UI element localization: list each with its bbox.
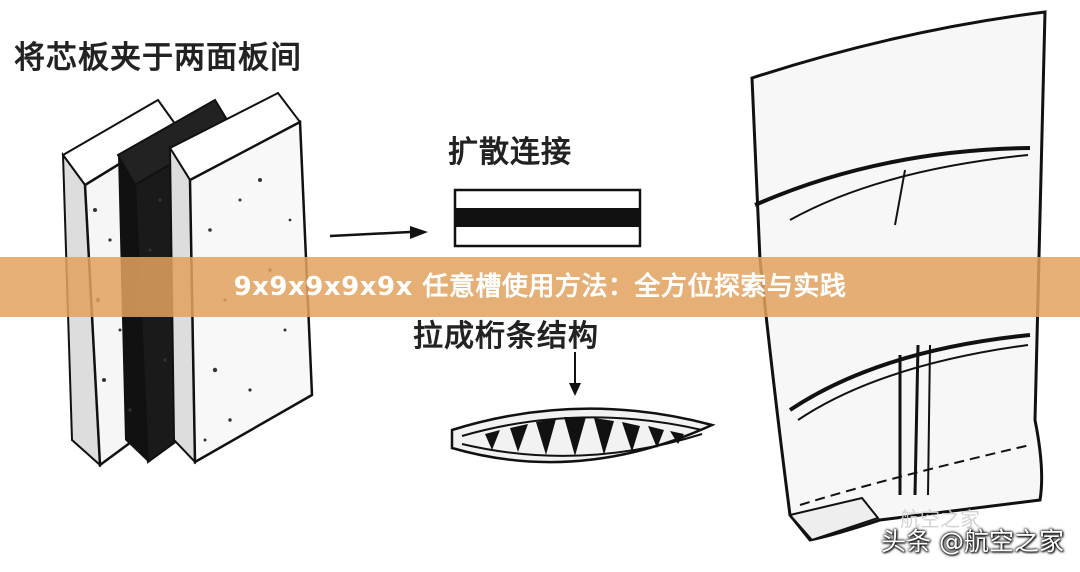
caption-sandwich: 将芯板夹于两面板间 — [14, 40, 302, 76]
watermark-ghost: 航空之家 — [900, 507, 980, 531]
truss-structure — [450, 407, 716, 464]
down-arrow — [569, 352, 581, 396]
banner-title: 9x9x9x9x9x 任意槽使用方法：全方位探索与实践 — [233, 272, 847, 302]
caption-diffusion-bonding: 扩散连接 — [448, 135, 572, 170]
bonded-layers — [453, 188, 642, 248]
caption-truss-structure: 拉成桁条结构 — [413, 319, 599, 354]
title-banner — [0, 257, 1080, 317]
watermark: 头条 @航空之家 — [881, 527, 1064, 556]
process-arrow — [329, 226, 428, 239]
